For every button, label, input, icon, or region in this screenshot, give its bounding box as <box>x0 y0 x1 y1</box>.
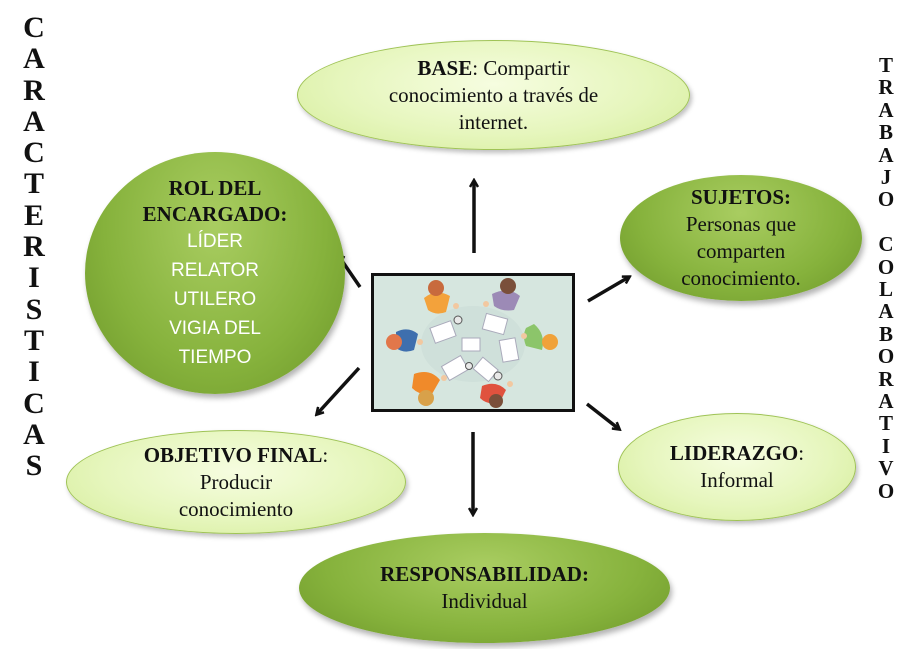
arrow-to-liderazgo <box>585 402 619 429</box>
rol-head-1: ROL DEL <box>168 175 262 200</box>
title-letter: I <box>881 433 891 458</box>
title-letter: O <box>877 344 895 369</box>
objetivo-line-1: OBJETIVO FINAL: <box>144 442 329 469</box>
title-letter: B <box>878 321 893 346</box>
title-letter: A <box>23 104 45 138</box>
liderazgo-label: LIDERAZGO <box>669 441 799 465</box>
sujetos-text-3: conocimiento. <box>681 266 801 290</box>
rol-bubble: ROL DEL ENCARGADO: LÍDER RELATOR UTILERO… <box>85 152 345 394</box>
base-label: BASE <box>417 55 473 80</box>
base-line-1: BASE: Compartir <box>417 55 569 82</box>
base-sep: : <box>472 55 479 80</box>
title-letter: C <box>878 232 894 257</box>
title-letter: R <box>878 366 894 391</box>
title-letter: R <box>878 75 894 100</box>
title-letter: A <box>878 299 894 324</box>
title-letter: S <box>25 292 43 326</box>
title-letter: A <box>878 389 894 414</box>
liderazgo-line-1: LIDERAZGO: <box>670 440 804 467</box>
responsabilidad-label: RESPONSABILIDAD: <box>380 562 589 586</box>
title-letter: S <box>25 449 43 483</box>
title-letter: A <box>23 417 45 451</box>
liderazgo-sep: : <box>798 441 805 465</box>
objetivo-bubble: OBJETIVO FINAL: Producir conocimiento <box>66 430 406 534</box>
title-letter: C <box>23 11 45 44</box>
sujetos-text-2: comparten <box>696 239 786 263</box>
title-letter: O <box>877 478 895 503</box>
rol-item: LÍDER <box>187 230 243 252</box>
title-letter: R <box>23 73 45 107</box>
objetivo-text-2: conocimiento <box>178 496 294 521</box>
title-letter: R <box>23 230 45 264</box>
base-text-1: Compartir <box>478 55 570 80</box>
base-bubble: BASE: Compartir conocimiento a través de… <box>297 40 690 150</box>
responsabilidad-text-1: Individual <box>441 589 528 613</box>
left-vertical-title: C A R A C T E R I S T I C A S <box>12 11 56 483</box>
rol-item: UTILERO <box>173 288 257 310</box>
title-letter: O <box>877 187 895 212</box>
rol-item: RELATOR <box>171 259 259 281</box>
liderazgo-bubble: LIDERAZGO: Informal <box>618 413 856 521</box>
arrow-to-sujetos <box>587 277 629 303</box>
title-letter: J <box>880 165 892 190</box>
title-letter: A <box>878 97 894 122</box>
title-letter: V <box>878 456 894 481</box>
rol-item: TIEMPO <box>178 346 252 368</box>
title-letter: A <box>878 142 894 167</box>
title-letter: I <box>28 355 40 389</box>
title-letter: A <box>23 42 45 76</box>
right-vertical-title: T R A B A J O C O L A B O R A T I V O <box>864 53 908 503</box>
title-letter: T <box>878 411 893 436</box>
sujetos-bubble: SUJETOS: Personas que comparten conocimi… <box>620 175 862 301</box>
objetivo-text-1: Producir <box>199 469 273 494</box>
rol-head-2: ENCARGADO: <box>142 201 288 226</box>
rol-item: VIGIA DEL <box>169 317 261 339</box>
title-letter: O <box>877 254 895 279</box>
base-text-2: conocimiento a través de <box>388 82 599 107</box>
responsabilidad-bubble: RESPONSABILIDAD: Individual <box>299 533 670 643</box>
liderazgo-text-1: Informal <box>700 468 774 492</box>
teamwork-illustration <box>371 273 575 412</box>
teamwork-people-icon <box>374 276 572 409</box>
base-text-3: internet. <box>458 109 529 134</box>
title-letter: E <box>23 198 44 232</box>
objetivo-label: OBJETIVO FINAL <box>143 442 323 467</box>
arrow-to-objetivo <box>317 366 361 414</box>
sujetos-label: SUJETOS: <box>691 185 791 209</box>
title-letter: T <box>878 53 893 77</box>
sujetos-text-1: Personas que <box>685 212 797 236</box>
title-letter: B <box>878 120 893 145</box>
title-letter: T <box>23 167 44 201</box>
title-letter: C <box>23 136 45 170</box>
title-letter: I <box>28 261 40 295</box>
title-letter: C <box>23 386 45 420</box>
objetivo-sep: : <box>322 442 329 467</box>
title-letter: T <box>23 323 44 357</box>
title-letter: L <box>878 277 893 302</box>
